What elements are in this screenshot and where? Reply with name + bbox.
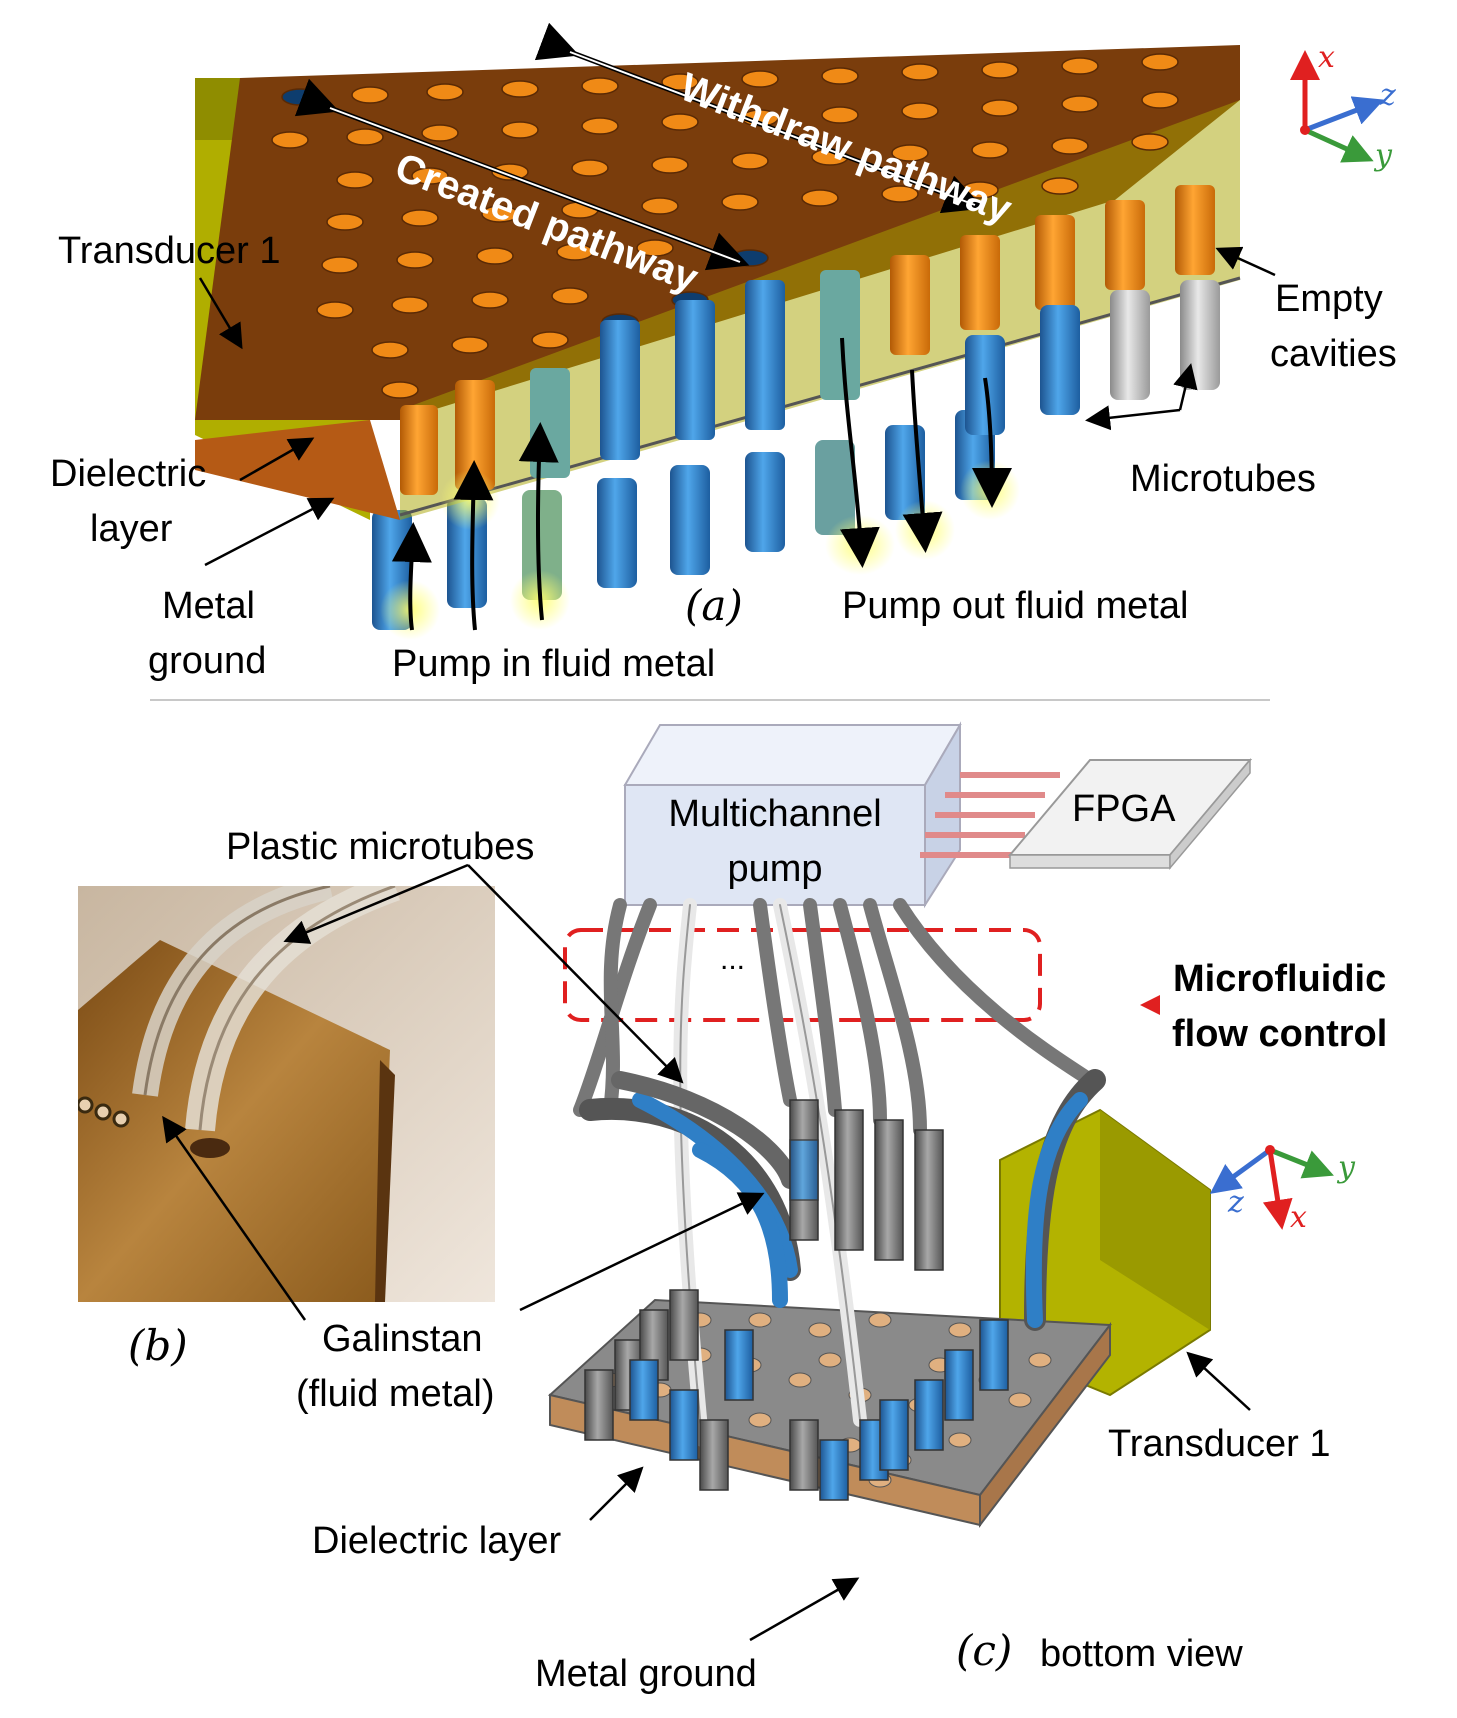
multichannel-pump-box (624, 784, 926, 906)
panel-c-label: (c) (956, 1626, 1013, 1675)
transducer-1-label-a: Transducer 1 (58, 230, 281, 272)
axis-triad-top (1290, 50, 1385, 163)
bottom-view-label: bottom view (1040, 1633, 1243, 1675)
axis-bottom-y: y (1338, 1150, 1355, 1185)
axis-bottom-x: x (1290, 1200, 1307, 1235)
axis-top-y: y (1375, 138, 1392, 173)
galinstan-label-1: Galinstan (322, 1318, 483, 1360)
pump-label-1: Multichannel (668, 793, 882, 835)
empty-cavities-label-2: cavities (1270, 333, 1397, 375)
flow-control-label-1: Microfluidic (1173, 958, 1387, 1000)
axis-top-x: x (1318, 40, 1335, 75)
metal-ground-label-1: Metal (162, 585, 255, 627)
flow-control-label-2: flow control (1172, 1013, 1388, 1055)
dielectric-layer-label-c: Dielectric layer (312, 1520, 562, 1562)
microtubes-label: Microtubes (1130, 458, 1316, 500)
pump-out-label: Pump out fluid metal (842, 585, 1189, 627)
panel-a-drawing (195, 22, 1276, 640)
board-tubes (584, 1099, 1009, 1501)
fpga-label: FPGA (1072, 788, 1176, 830)
plastic-microtubes-label: Plastic microtubes (226, 826, 535, 868)
pump-arrows (391, 337, 1012, 631)
empty-cavities-label-1: Empty (1275, 278, 1383, 320)
panel-b-label: (b) (128, 1321, 188, 1370)
metal-ground-label-2: ground (148, 640, 267, 682)
flow-control-marker (1140, 995, 1160, 1015)
ellipsis-label: ... (720, 943, 746, 976)
axis-triad-bottom (1209, 1145, 1334, 1230)
transducer-1-label-c: Transducer 1 (1108, 1423, 1331, 1465)
panel-c-drawing (162, 721, 1253, 1642)
axis-bottom-z: z (1228, 1185, 1244, 1220)
panel-b-photo (78, 886, 495, 1302)
front-tubes (400, 185, 1220, 495)
panel-a-label: (a) (685, 581, 743, 630)
galinstan-label-2: (fluid metal) (296, 1373, 495, 1415)
dielectric-label-1: Dielectric (50, 453, 207, 495)
pump-in-label: Pump in fluid metal (392, 643, 716, 685)
pump-label-2: pump (727, 848, 823, 890)
axis-top-z: z (1380, 78, 1396, 113)
flow-control-box (563, 928, 1042, 1022)
dielectric-label-2: layer (90, 508, 173, 550)
metal-ground-label-c: Metal ground (535, 1653, 757, 1695)
